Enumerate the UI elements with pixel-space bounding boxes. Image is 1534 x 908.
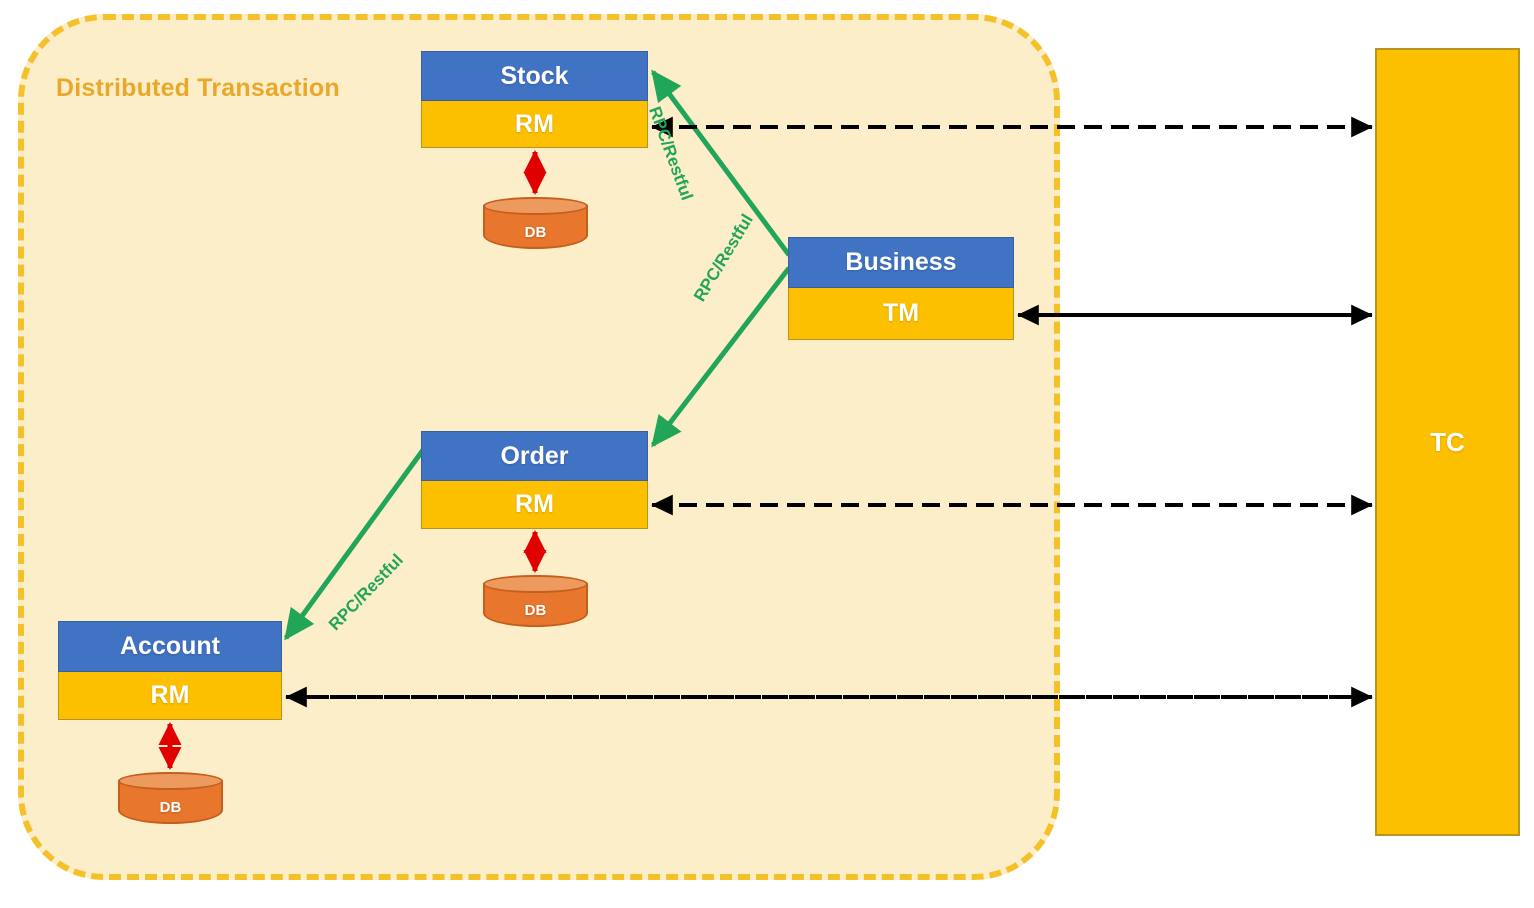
database-label-stock: DB — [524, 223, 547, 241]
service-role-business: TM — [788, 288, 1014, 340]
service-role-order: RM — [421, 481, 648, 529]
database-top-icon — [483, 197, 588, 215]
database-cylinder-order[interactable]: DB — [483, 575, 588, 631]
service-node-business[interactable]: Business TM — [788, 237, 1014, 340]
service-role-stock: RM — [421, 101, 648, 148]
service-name-account: Account — [58, 621, 282, 672]
tc-label: TC — [1430, 426, 1465, 457]
database-top-icon — [483, 575, 588, 593]
database-label-account: DB — [159, 798, 182, 816]
service-name-stock: Stock — [421, 51, 648, 101]
service-name-order: Order — [421, 431, 648, 481]
service-node-stock[interactable]: Stock RM — [421, 51, 648, 148]
database-label-order: DB — [524, 601, 547, 619]
database-cylinder-stock[interactable]: DB — [483, 197, 588, 253]
service-role-account: RM — [58, 672, 282, 720]
service-node-account[interactable]: Account RM — [58, 621, 282, 720]
service-node-order[interactable]: Order RM — [421, 431, 648, 529]
database-top-icon — [118, 772, 223, 790]
database-cylinder-account[interactable]: DB — [118, 772, 223, 828]
transaction-coordinator-block[interactable]: TC — [1375, 48, 1520, 836]
service-name-business: Business — [788, 237, 1014, 288]
distributed-transaction-title: Distributed Transaction — [56, 74, 340, 102]
